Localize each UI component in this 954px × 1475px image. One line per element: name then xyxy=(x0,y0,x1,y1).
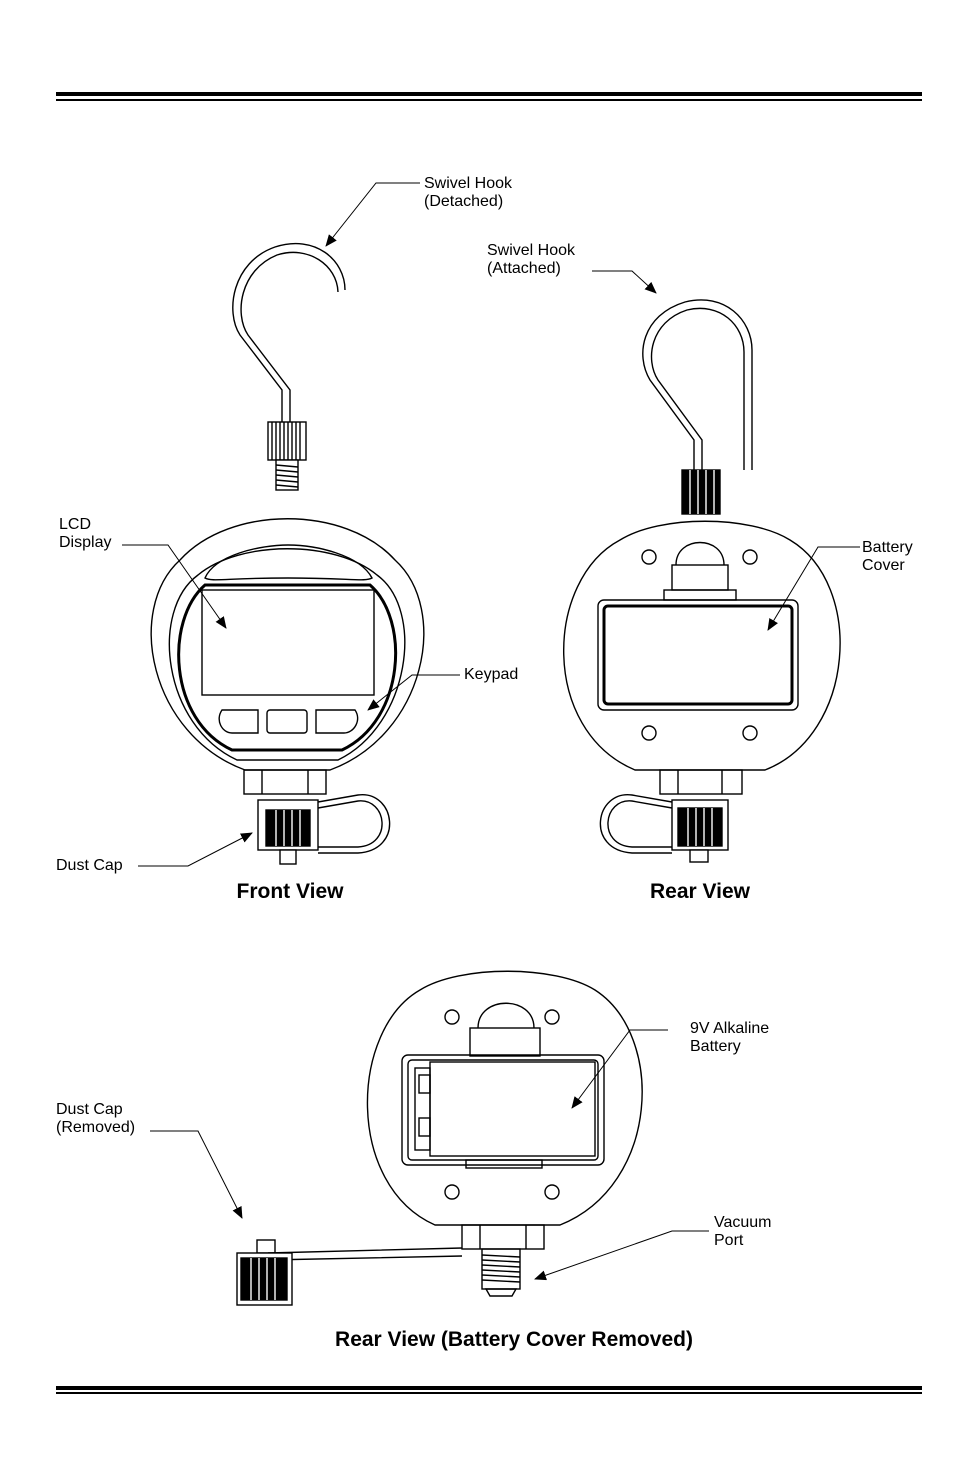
label-swivel-hook-detached: Swivel Hook(Detached) xyxy=(424,175,513,210)
key-right xyxy=(315,709,359,734)
front-view-device xyxy=(150,242,425,865)
lcd-display xyxy=(201,589,375,696)
leader-lines xyxy=(122,182,860,1281)
rear-removed-body xyxy=(366,970,643,1226)
top-rule xyxy=(56,92,922,96)
top-rule-thin xyxy=(56,99,922,101)
label-swivel-hook-attached: Swivel Hook(Attached) xyxy=(487,242,576,277)
bottom-rule-thin xyxy=(56,1392,922,1394)
rear-body xyxy=(563,520,841,771)
caption-rear-view: Rear View xyxy=(649,880,750,903)
bottom-rule xyxy=(56,1386,922,1390)
rear-view-device xyxy=(563,299,841,863)
swivel-hook-attached xyxy=(642,299,753,470)
caption-rear-view-cover-removed: Rear View (Battery Cover Removed) xyxy=(335,1328,693,1351)
caption-front-view: Front View xyxy=(236,880,344,903)
dust-cap-strap xyxy=(317,794,391,854)
label-dust-cap: Dust Cap xyxy=(56,857,123,874)
key-middle xyxy=(266,709,308,734)
label-dust-cap-removed: Dust Cap(Removed) xyxy=(56,1101,136,1136)
key-left xyxy=(218,709,259,734)
battery-cover xyxy=(597,599,799,711)
swivel-hook-detached xyxy=(232,242,346,422)
front-body xyxy=(150,518,425,771)
label-keypad: Keypad xyxy=(464,666,519,683)
rear-removed-device xyxy=(236,970,643,1306)
